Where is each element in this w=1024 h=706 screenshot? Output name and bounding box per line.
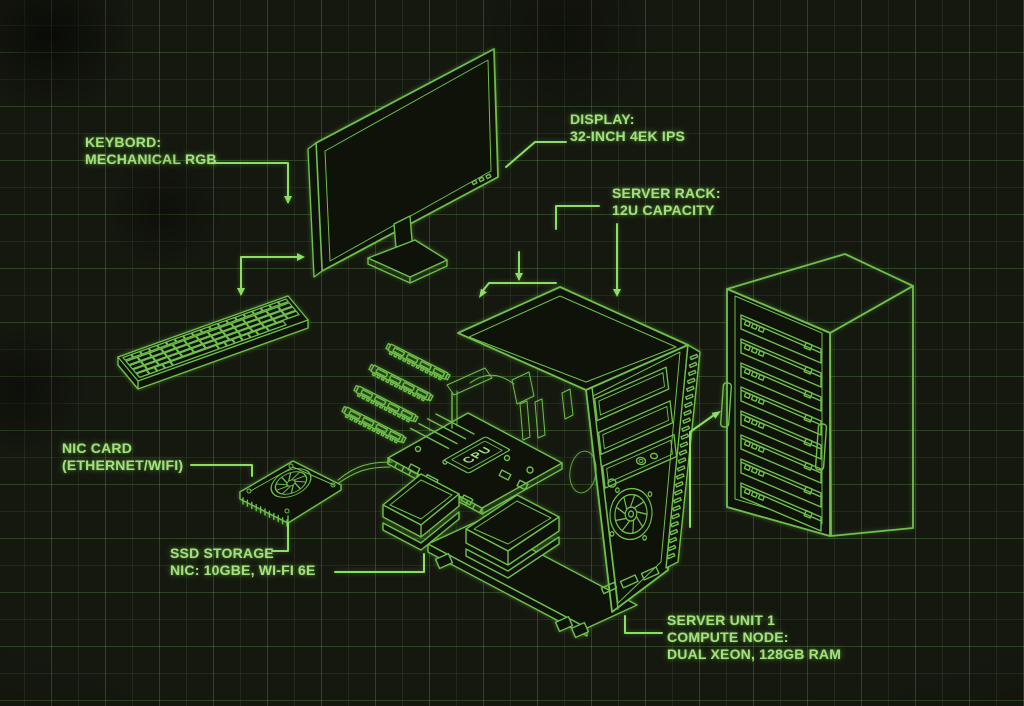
nic-card-drawing bbox=[239, 460, 393, 527]
keyboard-label-line1: KEYBORD: bbox=[85, 134, 162, 150]
server-rack-drawing bbox=[719, 253, 914, 537]
server-rack-label-line1: SERVER RACK: bbox=[612, 185, 721, 201]
ssd-label-line2: NIC: 10GBE, WI-FI 6E bbox=[170, 562, 316, 578]
keyboard-label-line2: MECHANICAL RGB bbox=[85, 151, 217, 167]
nic-card-label-line2: (ETHERNET/WIFI) bbox=[62, 457, 184, 473]
ssd-label: SSD STORAGE NIC: 10GBE, WI-FI 6E bbox=[170, 545, 316, 579]
rack-callout-bracket bbox=[555, 205, 600, 230]
nic-cable bbox=[335, 461, 393, 486]
tower-front-face bbox=[585, 344, 689, 613]
nic-callout-line bbox=[190, 464, 253, 477]
motherboard-drawing: CPU bbox=[341, 342, 563, 515]
nic-card-label-line1: NIC CARD bbox=[62, 440, 133, 456]
rack-side-face bbox=[829, 285, 914, 537]
ssd-label-line1: SSD STORAGE bbox=[170, 545, 274, 561]
keyboard-pointer-line bbox=[240, 256, 303, 295]
server-unit-label-line3: DUAL XEON, 128GB RAM bbox=[667, 646, 842, 662]
display-callout-line bbox=[505, 141, 567, 168]
keyboard-label: KEYBORD: MECHANICAL RGB bbox=[85, 134, 217, 168]
server-unit-label-line1: SERVER UNIT 1 bbox=[667, 612, 776, 628]
ssd-callout-line2 bbox=[334, 553, 425, 573]
keyboard-callout-line bbox=[211, 162, 289, 203]
server-rack-label: SERVER RACK: 12U CAPACITY bbox=[612, 185, 721, 219]
server-rack-label-line2: 12U CAPACITY bbox=[612, 202, 715, 218]
ram-sticks bbox=[341, 342, 451, 444]
tower-pointer-line bbox=[480, 282, 557, 294]
monitor-drawing bbox=[307, 48, 499, 284]
server-unit-label-line2: COMPUTE NODE: bbox=[667, 629, 789, 645]
keyboard-drawing bbox=[117, 295, 309, 390]
display-label-line2: 32-INCH 4EK IPS bbox=[570, 128, 686, 144]
display-label: DISPLAY: 32-INCH 4EK IPS bbox=[570, 111, 685, 145]
nic-card-label: NIC CARD (ETHERNET/WIFI) bbox=[62, 440, 183, 474]
rack-connector-line bbox=[689, 414, 715, 528]
display-label-line1: DISPLAY: bbox=[570, 111, 635, 127]
server-unit-label: SERVER UNIT 1 COMPUTE NODE: DUAL XEON, 1… bbox=[667, 612, 841, 663]
server-unit-callout-line bbox=[624, 615, 663, 634]
